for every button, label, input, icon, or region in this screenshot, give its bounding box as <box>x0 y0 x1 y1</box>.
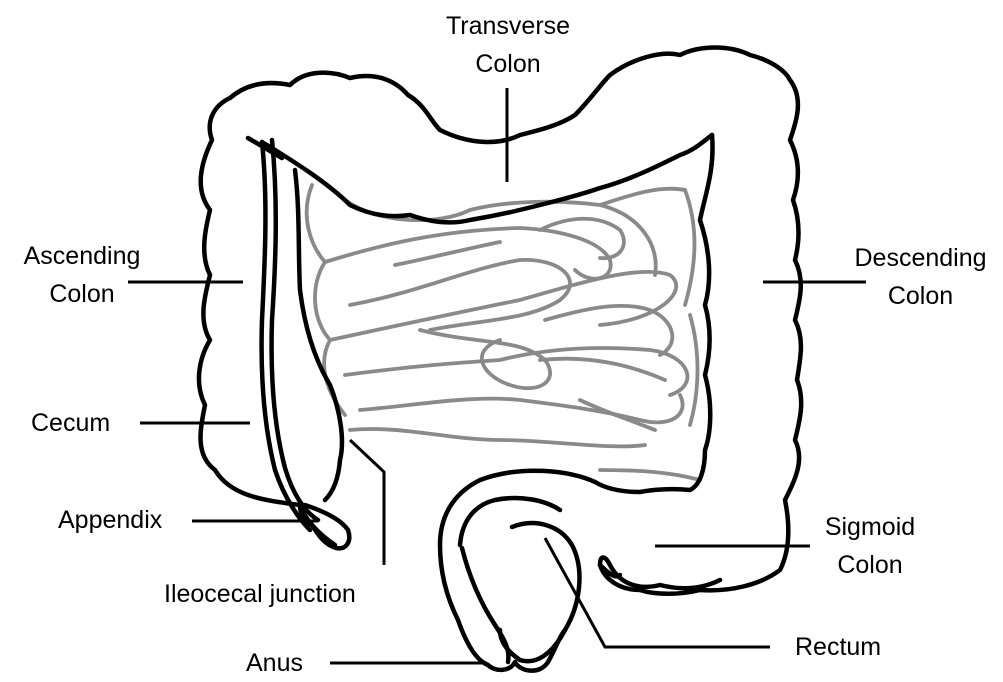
label-descending-colon-line2: Colon <box>838 277 1003 315</box>
label-transverse-colon-line2: Colon <box>403 45 613 83</box>
label-ileocecal-junction: Ileocecal junction <box>164 575 356 613</box>
leader-ileocecal-junction <box>350 440 384 565</box>
label-sigmoid-colon: Sigmoid Colon <box>800 508 940 584</box>
label-descending-colon-line1: Descending <box>838 239 1003 277</box>
label-descending-colon: Descending Colon <box>838 239 1003 315</box>
label-anus: Anus <box>246 644 303 682</box>
label-rectum: Rectum <box>795 628 881 666</box>
label-appendix: Appendix <box>58 501 162 539</box>
label-ascending-colon-line1: Ascending <box>2 237 162 275</box>
label-cecum: Cecum <box>31 404 110 442</box>
small-intestine <box>307 185 700 480</box>
label-ascending-colon-line2: Colon <box>2 275 162 313</box>
label-transverse-colon-line1: Transverse <box>403 7 613 45</box>
label-ascending-colon: Ascending Colon <box>2 237 162 313</box>
label-sigmoid-colon-line1: Sigmoid <box>800 508 940 546</box>
label-transverse-colon: Transverse Colon <box>403 7 613 83</box>
label-sigmoid-colon-line2: Colon <box>800 546 940 584</box>
